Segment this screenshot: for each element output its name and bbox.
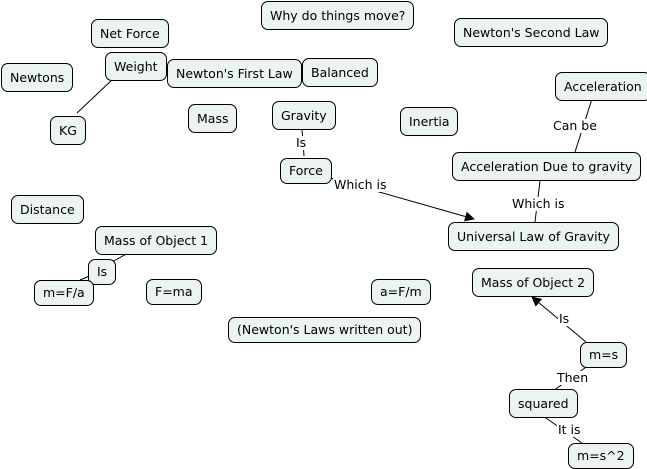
node-newtons-first-law[interactable]: Newton's First Law bbox=[167, 59, 302, 88]
node-acceleration[interactable]: Acceleration bbox=[555, 72, 647, 101]
node-mass-of-object-2[interactable]: Mass of Object 2 bbox=[472, 268, 595, 297]
node-m-f-a[interactable]: m=F/a bbox=[34, 280, 94, 306]
edge-label-it-is: It is bbox=[557, 422, 582, 437]
node-inertia[interactable]: Inertia bbox=[400, 107, 459, 136]
edge-weight-kg bbox=[76, 78, 114, 114]
node-why-do-things-move[interactable]: Why do things move? bbox=[261, 1, 415, 30]
node-universal-law-of-gravity[interactable]: Universal Law of Gravity bbox=[448, 222, 619, 251]
node-kg[interactable]: KG bbox=[50, 116, 86, 145]
edge-label-is-gravity: Is bbox=[295, 135, 308, 150]
edge-label-then: Then bbox=[556, 370, 590, 385]
node-is[interactable]: Is bbox=[88, 259, 117, 285]
edge-label-is-obj2: Is bbox=[558, 311, 571, 326]
node-mass-of-object-1[interactable]: Mass of Object 1 bbox=[95, 226, 218, 255]
node-weight[interactable]: Weight bbox=[105, 52, 167, 81]
node-balanced[interactable]: Balanced bbox=[302, 58, 378, 87]
node-distance[interactable]: Distance bbox=[11, 195, 84, 224]
edge-label-which-is-accel: Which is bbox=[511, 196, 566, 211]
node-newtons-laws-written-out[interactable]: (Newton's Laws written out) bbox=[228, 317, 422, 343]
node-m-s-squared[interactable]: m=s^2 bbox=[568, 443, 634, 469]
node-f-ma[interactable]: F=ma bbox=[146, 279, 202, 305]
node-newtons[interactable]: Newtons bbox=[1, 63, 74, 92]
node-m-s[interactable]: m=s bbox=[580, 342, 628, 368]
edge-label-which-is-force: Which is bbox=[333, 177, 388, 192]
node-newtons-second-law[interactable]: Newton's Second Law bbox=[454, 18, 609, 47]
node-gravity[interactable]: Gravity bbox=[272, 101, 336, 130]
node-net-force[interactable]: Net Force bbox=[91, 19, 169, 48]
node-mass[interactable]: Mass bbox=[188, 104, 238, 133]
node-a-f-m[interactable]: a=F/m bbox=[371, 279, 431, 305]
node-acceleration-due-to-gravity[interactable]: Acceleration Due to gravity bbox=[452, 152, 642, 181]
node-squared[interactable]: squared bbox=[509, 389, 578, 418]
edge-label-can-be: Can be bbox=[552, 118, 598, 133]
node-force[interactable]: Force bbox=[280, 158, 332, 184]
